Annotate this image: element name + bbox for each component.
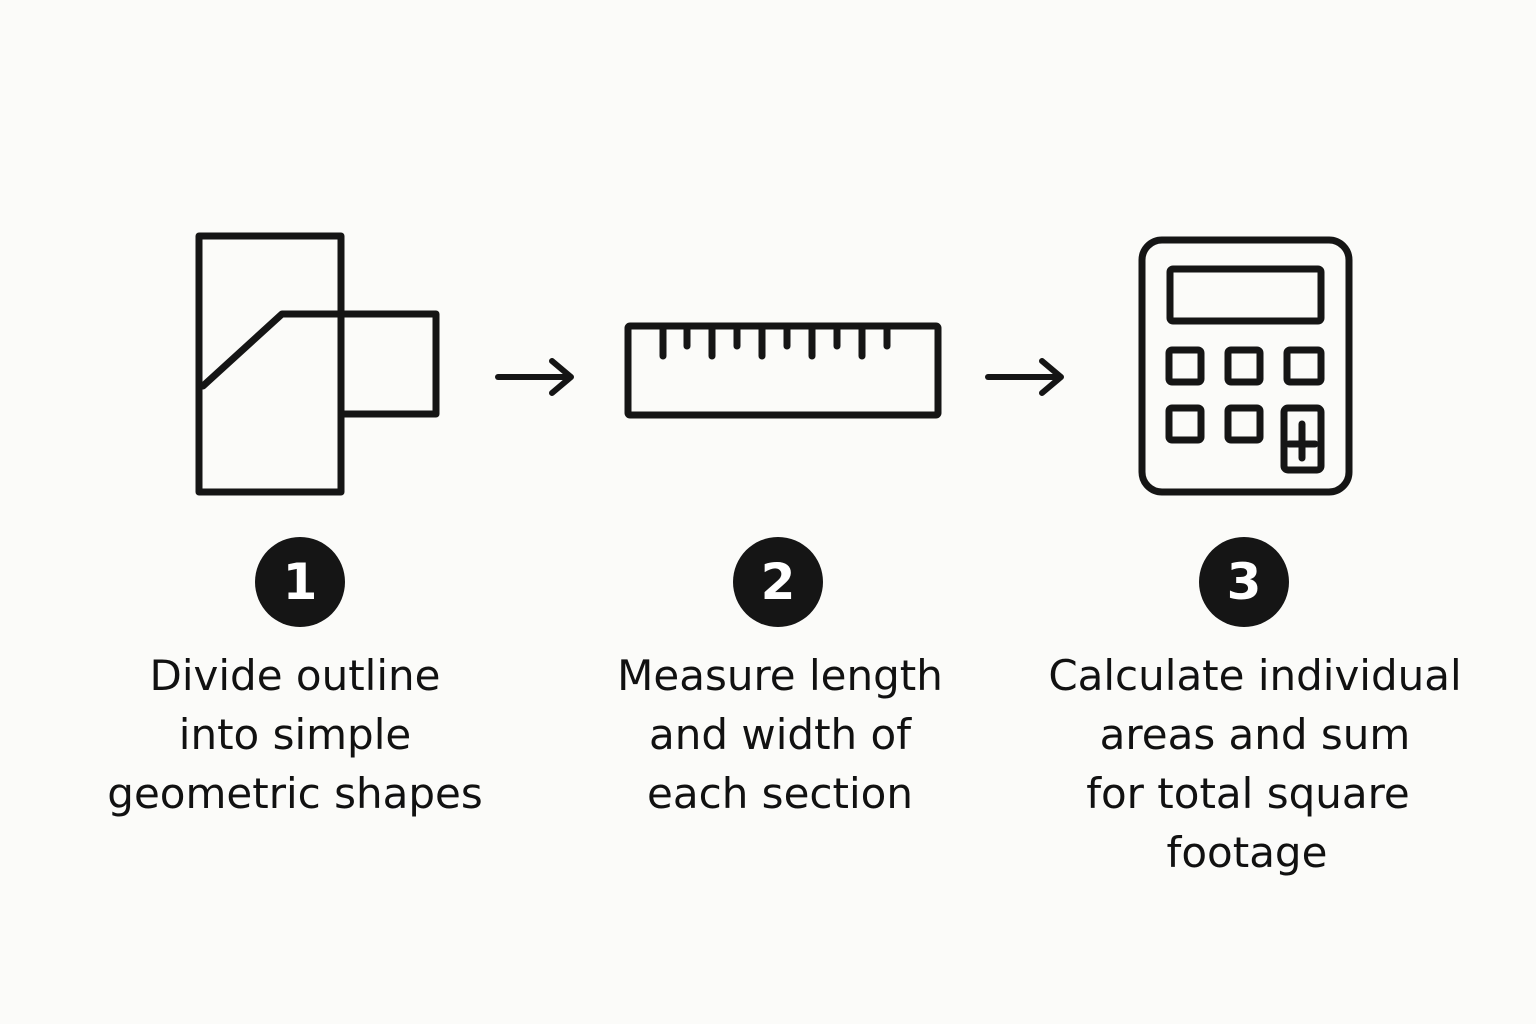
- step-caption: Measure length and width of each section: [545, 646, 1015, 823]
- caption-line: each section: [647, 769, 913, 818]
- caption-line: and width of: [649, 710, 911, 759]
- caption-line: Calculate individual: [1048, 651, 1462, 700]
- caption-line: Divide outline: [149, 651, 441, 700]
- step-caption: Calculate individual areas and sum for t…: [1015, 646, 1495, 882]
- arrow-right-icon: [984, 356, 1068, 400]
- caption-line: into simple: [178, 710, 412, 759]
- step-number-badge: 2: [733, 537, 823, 627]
- step-caption: Divide outline into simple geometric sha…: [60, 646, 530, 823]
- step-number-badge: 3: [1199, 537, 1289, 627]
- arrow-right-icon: [494, 356, 578, 400]
- geometric-shapes-icon: [190, 228, 450, 503]
- caption-line: Measure length: [617, 651, 943, 700]
- ruler-icon: [620, 318, 946, 424]
- step-number-badge: 1: [255, 537, 345, 627]
- caption-line: for total square: [1086, 769, 1410, 818]
- calculator-icon: [1134, 232, 1358, 500]
- caption-line: footage: [1166, 828, 1328, 877]
- caption-line: areas and sum: [1099, 710, 1411, 759]
- caption-line: geometric shapes: [107, 769, 483, 818]
